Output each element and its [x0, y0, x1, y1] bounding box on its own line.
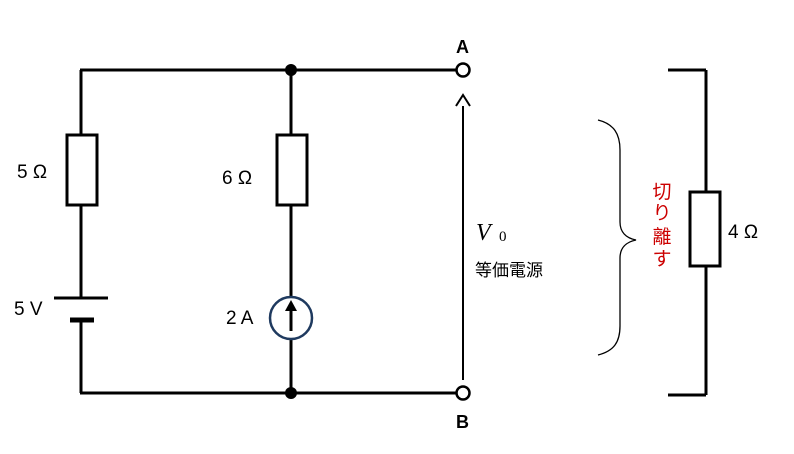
disconnect-char-2: り: [652, 202, 671, 224]
resistor-4-ohm: [688, 190, 722, 268]
disconnect-label: 切 り 離 す: [652, 181, 671, 270]
terminal-a: [455, 62, 471, 78]
current-source: [268, 295, 314, 341]
battery-symbol: [54, 296, 108, 323]
label-resistor-4-ohm: 4 Ω: [728, 222, 758, 243]
wires: [79, 68, 708, 397]
disconnect-char-4: す: [652, 248, 671, 270]
terminal-b: [455, 385, 471, 401]
junction-bottom: [285, 387, 297, 399]
voltage-arrow: [455, 93, 471, 380]
label-terminal-b: B: [456, 412, 469, 432]
label-resistor-6-ohm: 6 Ω: [222, 168, 252, 189]
label-resistor-5-ohm: 5 Ω: [17, 162, 47, 183]
current-arrow-head: [285, 300, 297, 311]
label-voltage-symbol: V: [476, 220, 493, 246]
curly-brace: [597, 119, 637, 356]
resistor-6-ohm: [275, 133, 309, 207]
label-current-source: 2 A: [226, 308, 254, 329]
junction-top: [285, 64, 297, 76]
label-battery-voltage: 5 V: [14, 299, 43, 320]
voltage-arrow-head: [455, 93, 471, 107]
disconnect-char-3: 離: [652, 226, 671, 248]
label-voltage-subscript: 0: [499, 229, 507, 245]
resistor-5-ohm: [65, 133, 99, 207]
label-equivalent-source: 等価電源: [475, 261, 543, 281]
disconnect-char-1: 切: [652, 181, 671, 203]
label-terminal-a: A: [456, 37, 469, 57]
